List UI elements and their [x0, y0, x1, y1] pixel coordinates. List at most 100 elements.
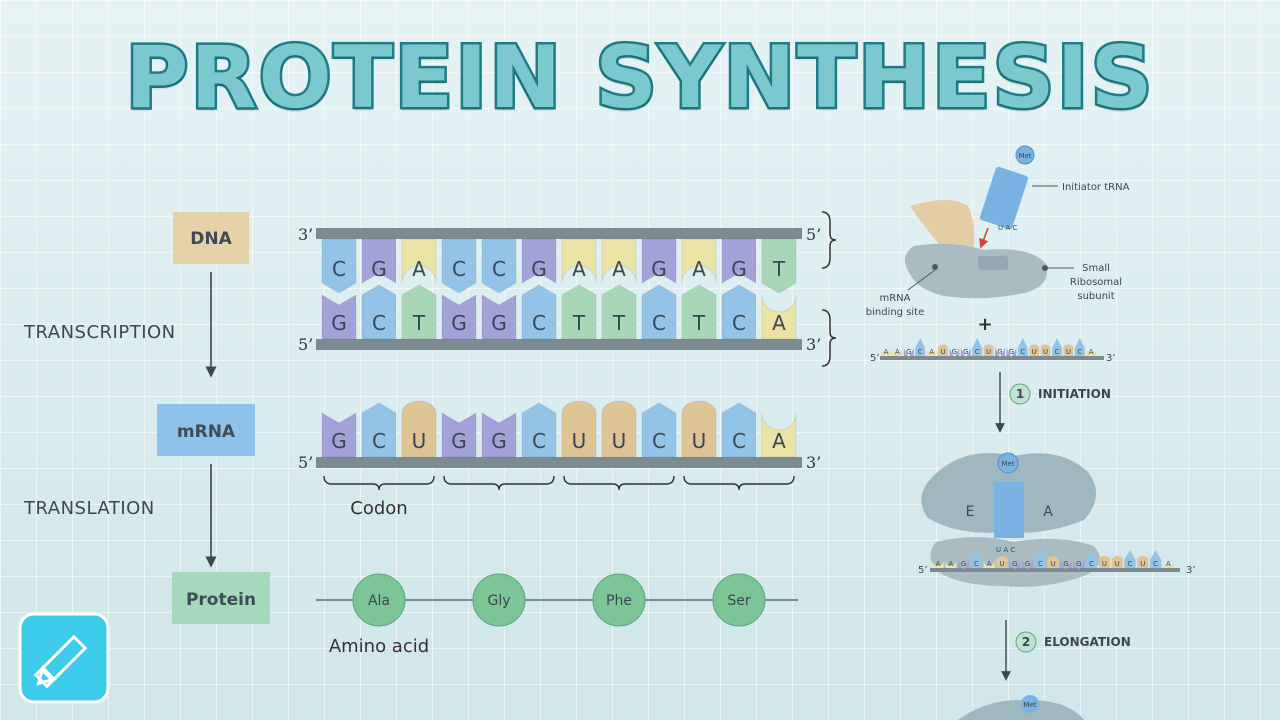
dna-top-brace — [821, 211, 837, 269]
base-C — [361, 284, 397, 340]
mini-base-letter: G — [1063, 560, 1068, 568]
base-letter: T — [772, 257, 786, 281]
mini-base-U — [983, 344, 994, 356]
base-letter: G — [451, 429, 467, 453]
mini-base-letter: G — [963, 348, 968, 356]
step2-number: 2 — [1022, 635, 1030, 649]
base-letter: C — [732, 429, 746, 453]
mrna-site-line1: mRNA — [879, 293, 910, 304]
base-letter: G — [491, 429, 507, 453]
base-letter: G — [371, 257, 387, 281]
base-letter: G — [331, 311, 347, 335]
mini-base-U — [938, 344, 948, 356]
mini-base-letter: A — [1089, 348, 1094, 356]
mini-base-letter: A — [884, 348, 889, 356]
mini-base-letter: U — [1043, 348, 1048, 356]
met-top-label: Met — [1018, 152, 1031, 160]
met-partial-label: Met — [1023, 701, 1036, 709]
step2-label: ELONGATION — [1044, 635, 1131, 649]
base-G — [441, 294, 477, 340]
base-T — [761, 238, 797, 294]
mini-base-A — [945, 560, 957, 568]
mini-base-C — [972, 338, 983, 356]
mini-base-letter: A — [929, 348, 934, 356]
base-G — [481, 294, 517, 340]
mini-base-letter: U — [1032, 348, 1037, 356]
base-letter: A — [692, 257, 706, 281]
mini-base-letter: C — [1089, 560, 1094, 568]
mini-base-letter: U — [940, 348, 945, 356]
base-letter: C — [372, 311, 386, 335]
base-U — [601, 400, 637, 458]
base-letter: C — [452, 257, 466, 281]
base-C — [721, 402, 757, 458]
anticodon-top: U A C — [998, 224, 1017, 232]
dna-label: DNA — [190, 229, 232, 249]
base-G — [321, 294, 357, 340]
mrna-right-end: 3’ — [806, 453, 821, 472]
dna-bottom-left-end: 5’ — [298, 335, 313, 354]
base-letter: U — [612, 429, 627, 453]
dna-top-left-end: 3’ — [298, 225, 313, 244]
small-subunit-shape — [904, 243, 1048, 299]
base-letter: U — [572, 429, 587, 453]
base-A — [401, 238, 437, 284]
mini-base-G — [1009, 560, 1021, 570]
base-letter: G — [531, 257, 547, 281]
mini-base-U — [1040, 344, 1051, 356]
base-A — [761, 294, 797, 340]
mini-base-letter: C — [1020, 348, 1025, 356]
codon-braces — [323, 475, 795, 491]
mini-base-letter: A — [936, 560, 941, 568]
base-letter: U — [412, 429, 427, 453]
amino-acid-name: Ser — [727, 593, 751, 609]
mini-base-letter: G — [1009, 348, 1014, 356]
step1-label: INITIATION — [1038, 387, 1111, 401]
mini-base-letter: U — [1051, 560, 1056, 568]
base-T — [561, 284, 597, 340]
mini-base-letter: G — [952, 348, 957, 356]
mini-base-letter: G — [906, 348, 911, 356]
translation-label: TRANSLATION — [23, 498, 155, 519]
base-U — [401, 400, 437, 458]
mini-base-C — [1149, 550, 1162, 568]
page-title: PROTEIN SYNTHESIS — [123, 26, 1155, 131]
base-U — [681, 400, 717, 458]
base-A — [561, 238, 597, 284]
amino-acid-ser — [712, 573, 766, 627]
mini-base-U — [1047, 556, 1059, 568]
mini-base-letter: C — [918, 348, 923, 356]
mini-base-letter: C — [1153, 560, 1158, 568]
base-T — [681, 284, 717, 340]
plus-sign: + — [977, 314, 992, 335]
base-letter: C — [372, 429, 386, 453]
mini-base-G — [995, 348, 1005, 358]
amino-acid-gly — [472, 573, 526, 627]
strand2-left-end: 5’ — [918, 565, 928, 576]
strand1-left-end: 5’ — [870, 353, 880, 364]
base-letter: T — [612, 311, 626, 335]
mini-base-G — [960, 348, 971, 358]
initiation-small-subunit — [930, 537, 1101, 587]
mini-base-U — [1098, 556, 1111, 568]
amino-acid-name: Gly — [487, 593, 510, 609]
mini-base-A — [1162, 560, 1175, 568]
base-letter: T — [692, 311, 706, 335]
mini-base-letter: U — [999, 560, 1004, 568]
base-C — [481, 238, 517, 294]
mini-base-G — [1060, 560, 1072, 570]
base-G — [521, 238, 557, 284]
mini-base-C — [915, 338, 926, 356]
met-bottom-label: Met — [1001, 460, 1014, 468]
base-A — [681, 238, 717, 284]
mini-base-A — [983, 560, 995, 568]
mini-base-letter: G — [1076, 560, 1081, 568]
mini-base-C — [1052, 338, 1062, 356]
base-C — [361, 402, 397, 458]
base-letter: A — [772, 429, 786, 453]
